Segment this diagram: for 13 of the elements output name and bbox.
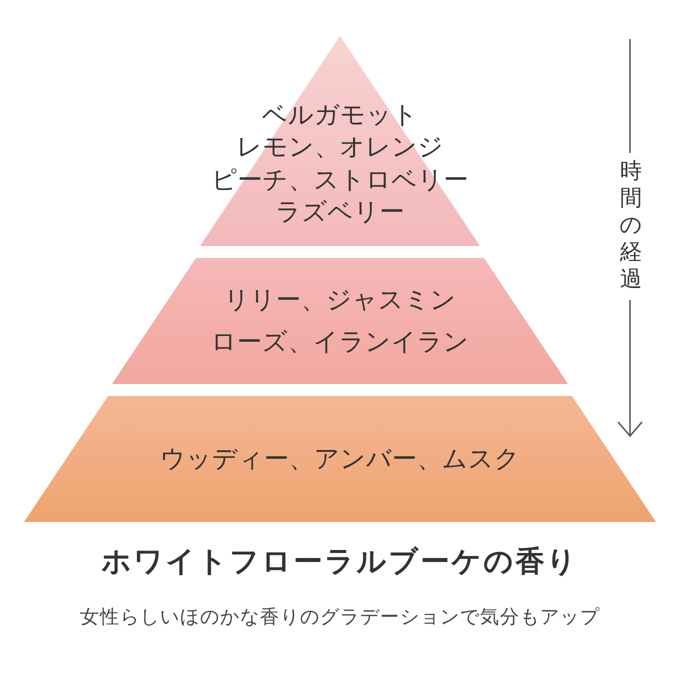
- pyramid-tier: [24, 396, 656, 522]
- note-text: ピーチ、ストロベリー: [212, 164, 468, 196]
- pyramid-tier: [112, 258, 568, 384]
- caption: 女性らしいほのかな香りのグラデーションで気分もアップ: [79, 605, 601, 630]
- note-text: ベルガモット: [262, 98, 418, 130]
- note-text: レモン、オレンジ: [236, 131, 444, 163]
- note-text: ラズベリー: [276, 196, 404, 228]
- note-text: ローズ、イランイラン: [211, 326, 469, 358]
- note-text: リリー、ジャスミン: [224, 284, 456, 316]
- time-label: 時間の経過: [619, 158, 643, 293]
- title: ホワイトフローラルブーケの香り: [100, 543, 580, 580]
- pyramid-top-tier: [200, 36, 480, 246]
- note-text: ウッディー、アンバー、ムスク: [160, 442, 520, 475]
